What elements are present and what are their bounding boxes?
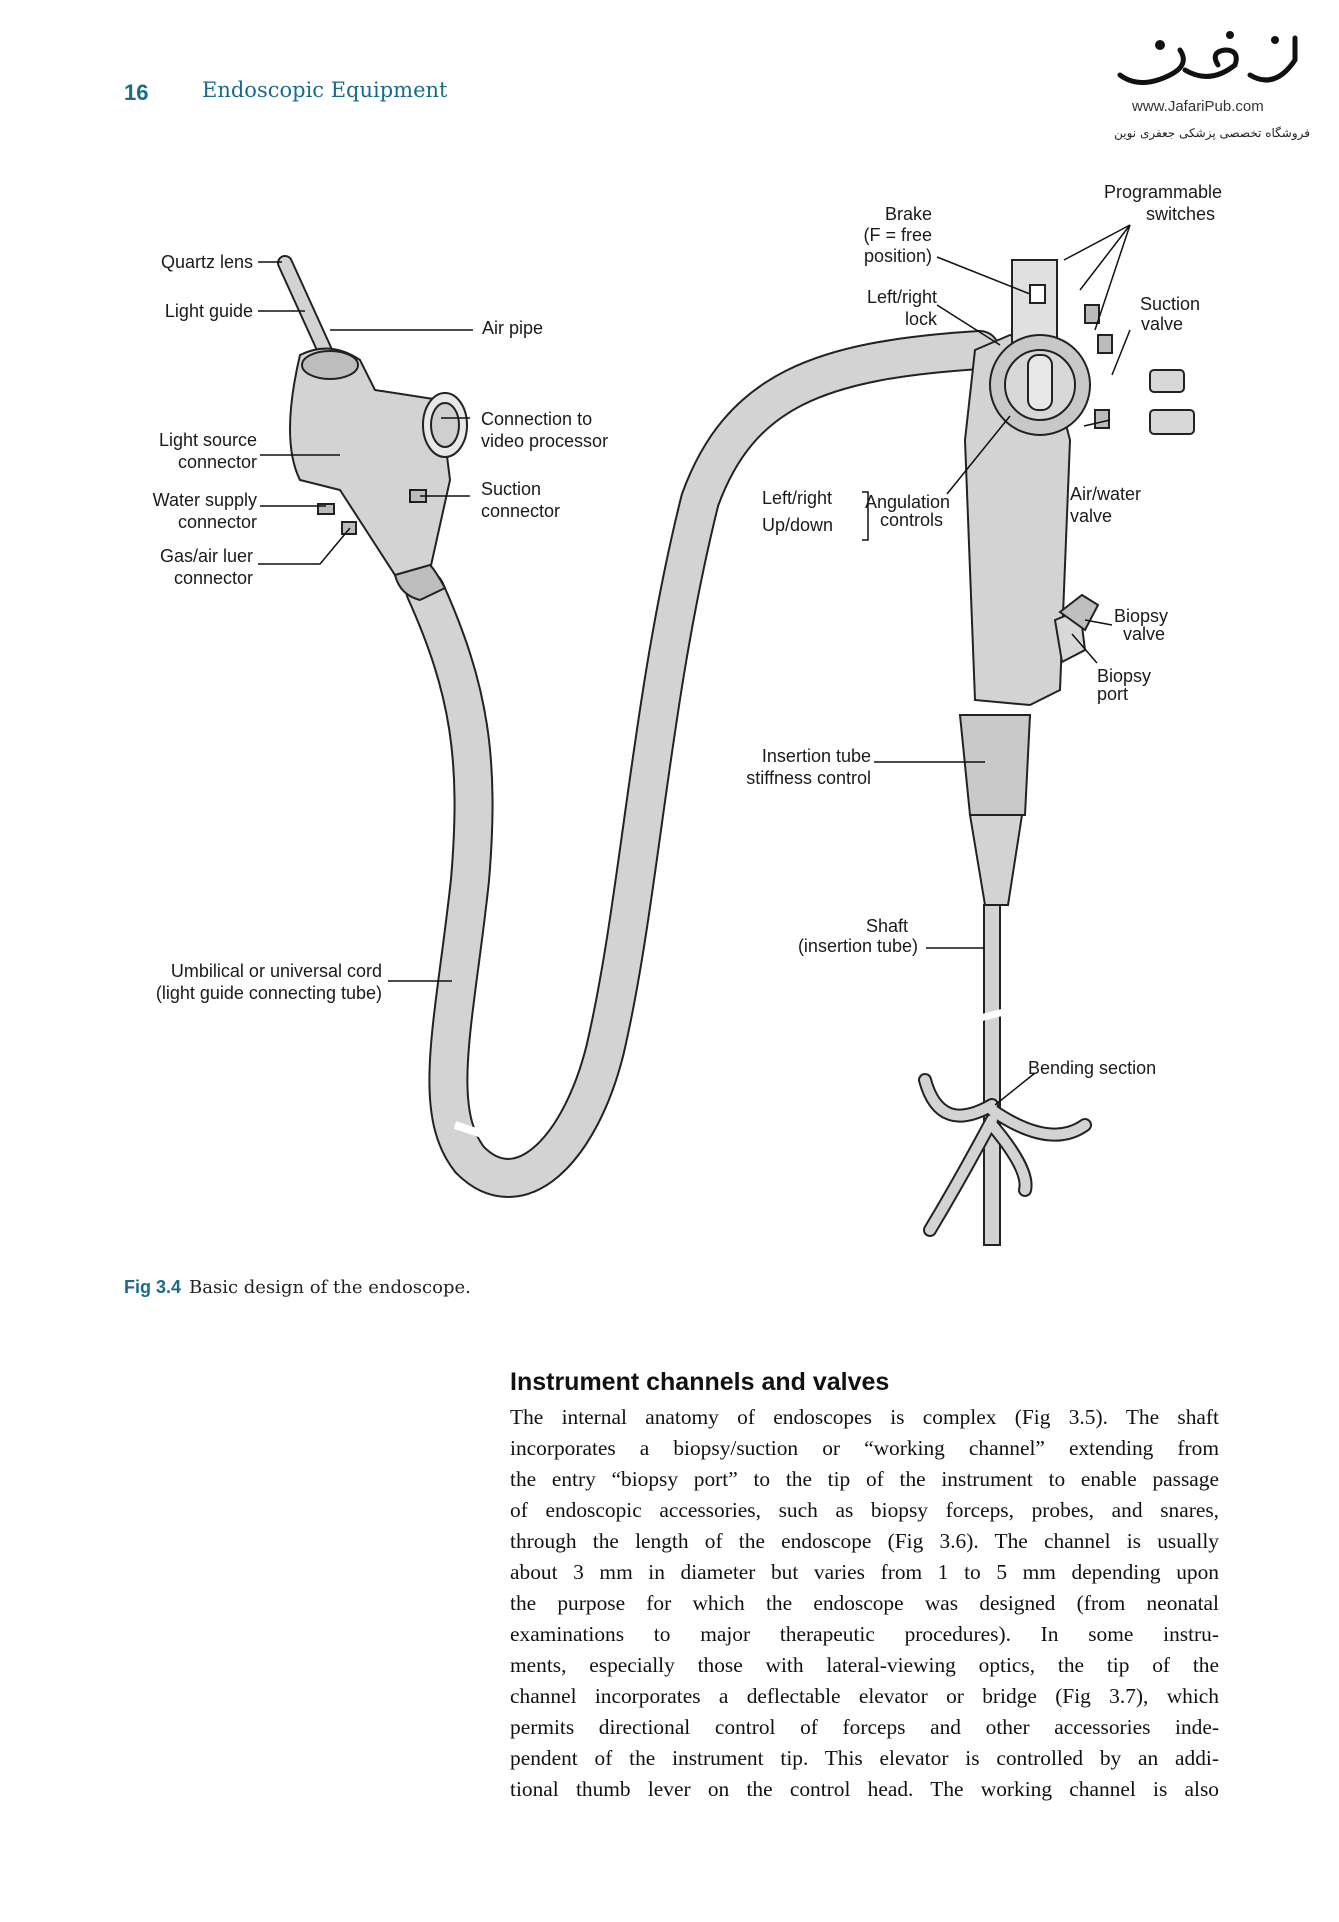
- label-brake-2: (F = free: [863, 225, 932, 245]
- label-quartz-lens: Quartz lens: [161, 252, 253, 272]
- publisher-url: www.JafariPub.com: [1132, 98, 1264, 115]
- label-suction-valve-1: Suction: [1140, 294, 1200, 314]
- stiffness-control: [958, 714, 1032, 816]
- body-line: permits directional control of forceps a…: [510, 1715, 1219, 1739]
- leader-lines: [258, 224, 1131, 1106]
- page-number: 16: [124, 80, 149, 105]
- label-prog-2: switches: [1146, 204, 1215, 224]
- body-line: of endoscopic accessories, such as biops…: [510, 1498, 1219, 1522]
- label-umbilical-2: (light guide connecting tube): [156, 983, 382, 1003]
- label-left-right: Left/right: [762, 488, 832, 508]
- label-umbilical-1: Umbilical or universal cord: [171, 961, 382, 981]
- label-shaft-2: (insertion tube): [798, 936, 918, 956]
- label-suction-valve-2: valve: [1141, 314, 1183, 334]
- body-line: pendent of the instrument tip. This elev…: [510, 1746, 1219, 1770]
- body-line: the purpose for which the endoscope was …: [510, 1591, 1219, 1615]
- shaft: [983, 904, 1001, 1246]
- label-gas-air-1: Gas/air luer: [160, 546, 253, 566]
- figure-caption: Fig 3.4 Basic design of the endoscope.: [124, 1277, 471, 1298]
- label-suction-conn-1: Suction: [481, 479, 541, 499]
- body-line: examinations to major therapeutic proced…: [510, 1622, 1219, 1646]
- label-water-supply-1: Water supply: [153, 490, 257, 510]
- publisher-tagline: فروشگاه تخصصی پزشکی جعفری نوین: [1114, 126, 1310, 140]
- label-bending: Bending section: [1028, 1058, 1156, 1078]
- label-light-source-1: Light source: [159, 430, 257, 450]
- caption-label: Fig 3.4: [124, 1277, 182, 1297]
- light-source-connector: [289, 347, 452, 577]
- label-biopsy-port-2: port: [1097, 684, 1128, 704]
- label-air-water-1: Air/water: [1070, 484, 1141, 504]
- label-lr-lock-1: Left/right: [867, 287, 937, 307]
- air-water-valve: [1149, 409, 1195, 435]
- label-shaft-1: Shaft: [866, 916, 908, 936]
- label-biopsy-valve-1: Biopsy: [1114, 606, 1168, 626]
- body-line: The internal anatomy of endoscopes is co…: [510, 1405, 1219, 1429]
- label-connection-1: Connection to: [481, 409, 592, 429]
- label-water-supply-2: connector: [178, 512, 257, 532]
- endoscope-diagram: Quartz lens Light guide Air pipe Connect…: [153, 182, 1222, 1246]
- publisher-logo-mark: [1117, 31, 1298, 85]
- label-angulation-2: controls: [880, 510, 943, 530]
- label-brake-1: Brake: [885, 204, 932, 224]
- label-angulation-1: Angulation: [865, 492, 950, 512]
- body-paragraph: The internal anatomy of endoscopes is co…: [510, 1402, 1219, 1805]
- label-connection-2: video processor: [481, 431, 608, 451]
- caption-text: Basic design of the endoscope.: [189, 1277, 471, 1298]
- label-insertion-2: stiffness control: [746, 768, 871, 788]
- label-gas-air-2: connector: [174, 568, 253, 588]
- label-light-source-2: connector: [178, 452, 257, 472]
- endoscope-figure: Quartz lens Light guide Air pipe Connect…: [0, 160, 1339, 1280]
- body-line: ments, especially those with lateral-vie…: [510, 1653, 1219, 1677]
- suction-valve: [1149, 369, 1185, 393]
- label-biopsy-port-1: Biopsy: [1097, 666, 1151, 686]
- label-up-down: Up/down: [762, 515, 833, 535]
- label-insertion-1: Insertion tube: [762, 746, 871, 766]
- body-line: about 3 mm in diameter but varies from 1…: [510, 1560, 1219, 1584]
- body-line: incorporates a biopsy/suction or “workin…: [510, 1436, 1219, 1460]
- figure-labels: Quartz lens Light guide Air pipe Connect…: [153, 182, 1222, 1078]
- label-air-pipe: Air pipe: [482, 318, 543, 338]
- section-heading: Instrument channels and valves: [510, 1368, 890, 1396]
- body-line: the entry “biopsy port” to the tip of th…: [510, 1467, 1219, 1491]
- label-light-guide: Light guide: [165, 301, 253, 321]
- body-line: tional thumb lever on the control head. …: [510, 1777, 1219, 1801]
- body-line: channel incorporates a deflectable eleva…: [510, 1684, 1219, 1708]
- running-title: Endoscopic Equipment: [202, 78, 448, 102]
- label-lr-lock-2: lock: [905, 309, 938, 329]
- label-prog-1: Programmable: [1104, 182, 1222, 202]
- body-line: through the length of the endoscope (Fig…: [510, 1529, 1219, 1553]
- label-brake-3: position): [864, 246, 932, 266]
- label-suction-conn-2: connector: [481, 501, 560, 521]
- publisher-logo: www.JafariPub.com فروشگاه تخصصی پزشکی جع…: [1100, 20, 1310, 160]
- label-biopsy-valve-2: valve: [1123, 624, 1165, 644]
- label-air-water-2: valve: [1070, 506, 1112, 526]
